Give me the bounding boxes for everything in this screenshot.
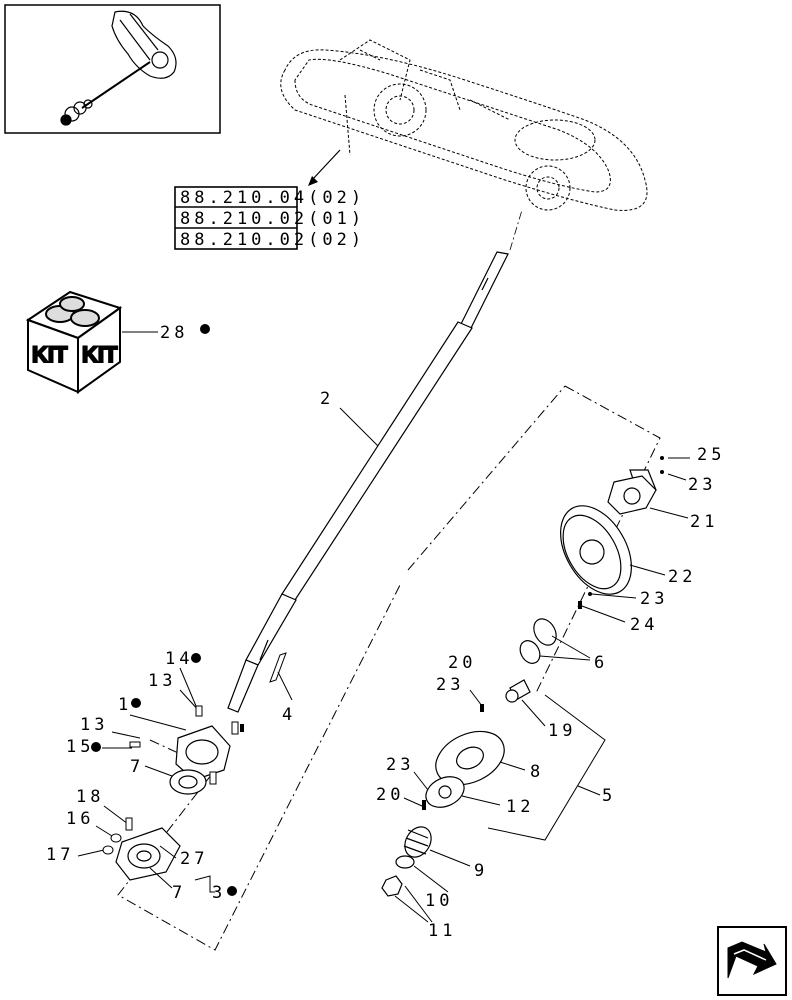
spring-part-9 [403,826,432,858]
callout-3: 3 [212,883,226,903]
disc-part-8 [435,730,505,786]
callout-9: 9 [474,861,488,881]
callout-6: 6 [594,653,608,673]
callout-19: 19 [548,721,576,741]
callout-22: 22 [668,567,696,587]
callout-4: 4 [282,705,296,725]
reference-table: 88.210.04(02) 88.210.02(01) 88.210.02(02… [174,186,365,250]
bearing-housing-1 [175,725,231,781]
flange-part-27 [115,827,181,881]
callout-20-lower: 20 [376,785,404,805]
bearing-part-7 [169,769,207,795]
callout-23-top: 23 [688,475,716,495]
callout-27: 27 [180,849,208,869]
callout-1: 1 [118,695,132,715]
callout-23-right: 23 [436,675,464,695]
kit-label-left: KIT [32,342,68,367]
collar-part-19 [505,679,531,703]
callout-12: 12 [506,797,534,817]
bullet-icon-15 [91,742,101,752]
callout-21: 21 [690,512,718,532]
nut-part-11 [381,875,403,897]
kit-bullet-icon [200,324,210,334]
bullet-icon-14 [191,653,201,663]
callout-24: 24 [630,615,658,635]
callout-28: 28 [160,323,188,343]
belt-assembly-reference [280,39,648,211]
callout-13-top: 13 [148,671,176,691]
callout-23-lower: 23 [386,755,414,775]
reference-link-2[interactable]: 88.210.02(01) [180,209,365,229]
callout-2: 2 [320,389,334,409]
callout-17: 17 [46,845,74,865]
kit-label-right: KIT [82,342,118,367]
callout-25: 25 [697,445,725,465]
callout-7-bottom: 7 [172,883,186,903]
pulley-22 [560,505,632,595]
callout-16: 16 [66,809,94,829]
hub-part-21 [607,469,657,515]
bullet-icon-3 [227,886,237,896]
callout-23-mid: 23 [640,589,668,609]
washer-part-10 [395,855,415,869]
callout-15: 15 [66,737,94,757]
washer-part-6 [519,618,557,664]
callout-14: 14 [165,649,193,669]
callout-13-left: 13 [80,715,108,735]
callout-18: 18 [76,787,104,807]
inset-thumbnail [4,4,221,134]
callout-8: 8 [530,762,544,782]
flange-part-12 [425,776,465,808]
callout-5: 5 [602,786,616,806]
callout-20-top: 20 [448,653,476,673]
bullet-icon-1 [131,698,141,708]
next-page-arrow-icon[interactable] [717,926,787,996]
reference-link-1[interactable]: 88.210.04(02) [180,188,365,208]
key-part [269,652,287,683]
callout-11: 11 [428,921,456,941]
kit-box-icon: KIT KIT [25,290,123,394]
reference-link-3[interactable]: 88.210.02(02) [180,230,365,250]
callout-7-top: 7 [130,757,144,777]
callout-10: 10 [425,891,453,911]
main-shaft [227,251,509,713]
